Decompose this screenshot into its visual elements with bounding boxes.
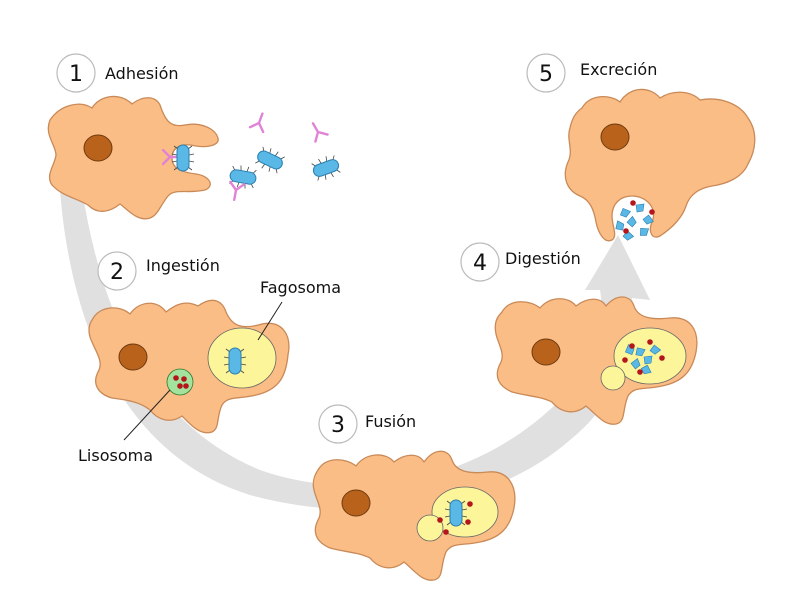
lysosome-leader-line <box>123 389 171 441</box>
cell-adhesion <box>47 95 343 220</box>
cell-ingestion <box>88 299 290 434</box>
phagosome <box>431 486 499 538</box>
step-label-fusion: Fusión <box>365 412 416 431</box>
step-label-excretion: Excreción <box>580 60 657 79</box>
nucleus <box>341 489 371 517</box>
step-number: 4 <box>473 251 487 276</box>
nucleus <box>83 134 113 162</box>
lysosome-label: Lisosoma <box>78 446 153 465</box>
nucleus <box>600 123 630 151</box>
step-number: 2 <box>110 260 124 285</box>
phagosome-label: Fagosoma <box>260 278 341 297</box>
cell-excretion <box>564 88 756 242</box>
step-badge-5: 5 <box>526 53 566 93</box>
lysosome <box>166 368 194 396</box>
nucleus <box>531 338 561 366</box>
lysosome-fusing <box>416 514 444 542</box>
step-label-ingestion: Ingestión <box>146 256 220 275</box>
nucleus <box>118 343 148 371</box>
cell-fusion <box>312 450 516 581</box>
step-number: 3 <box>331 413 345 438</box>
step-label-digestion: Digestión <box>505 249 581 268</box>
step-badge-3: 3 <box>318 404 358 444</box>
step-badge-4: 4 <box>460 242 500 282</box>
step-badge-2: 2 <box>97 251 137 291</box>
step-label-adhesion: Adhesión <box>105 64 179 83</box>
step-number: 5 <box>539 62 553 87</box>
cell-digestion <box>494 296 698 425</box>
phagosome-leader-line <box>257 301 283 341</box>
step-badge-1: 1 <box>56 53 96 93</box>
step-number: 1 <box>69 62 83 87</box>
